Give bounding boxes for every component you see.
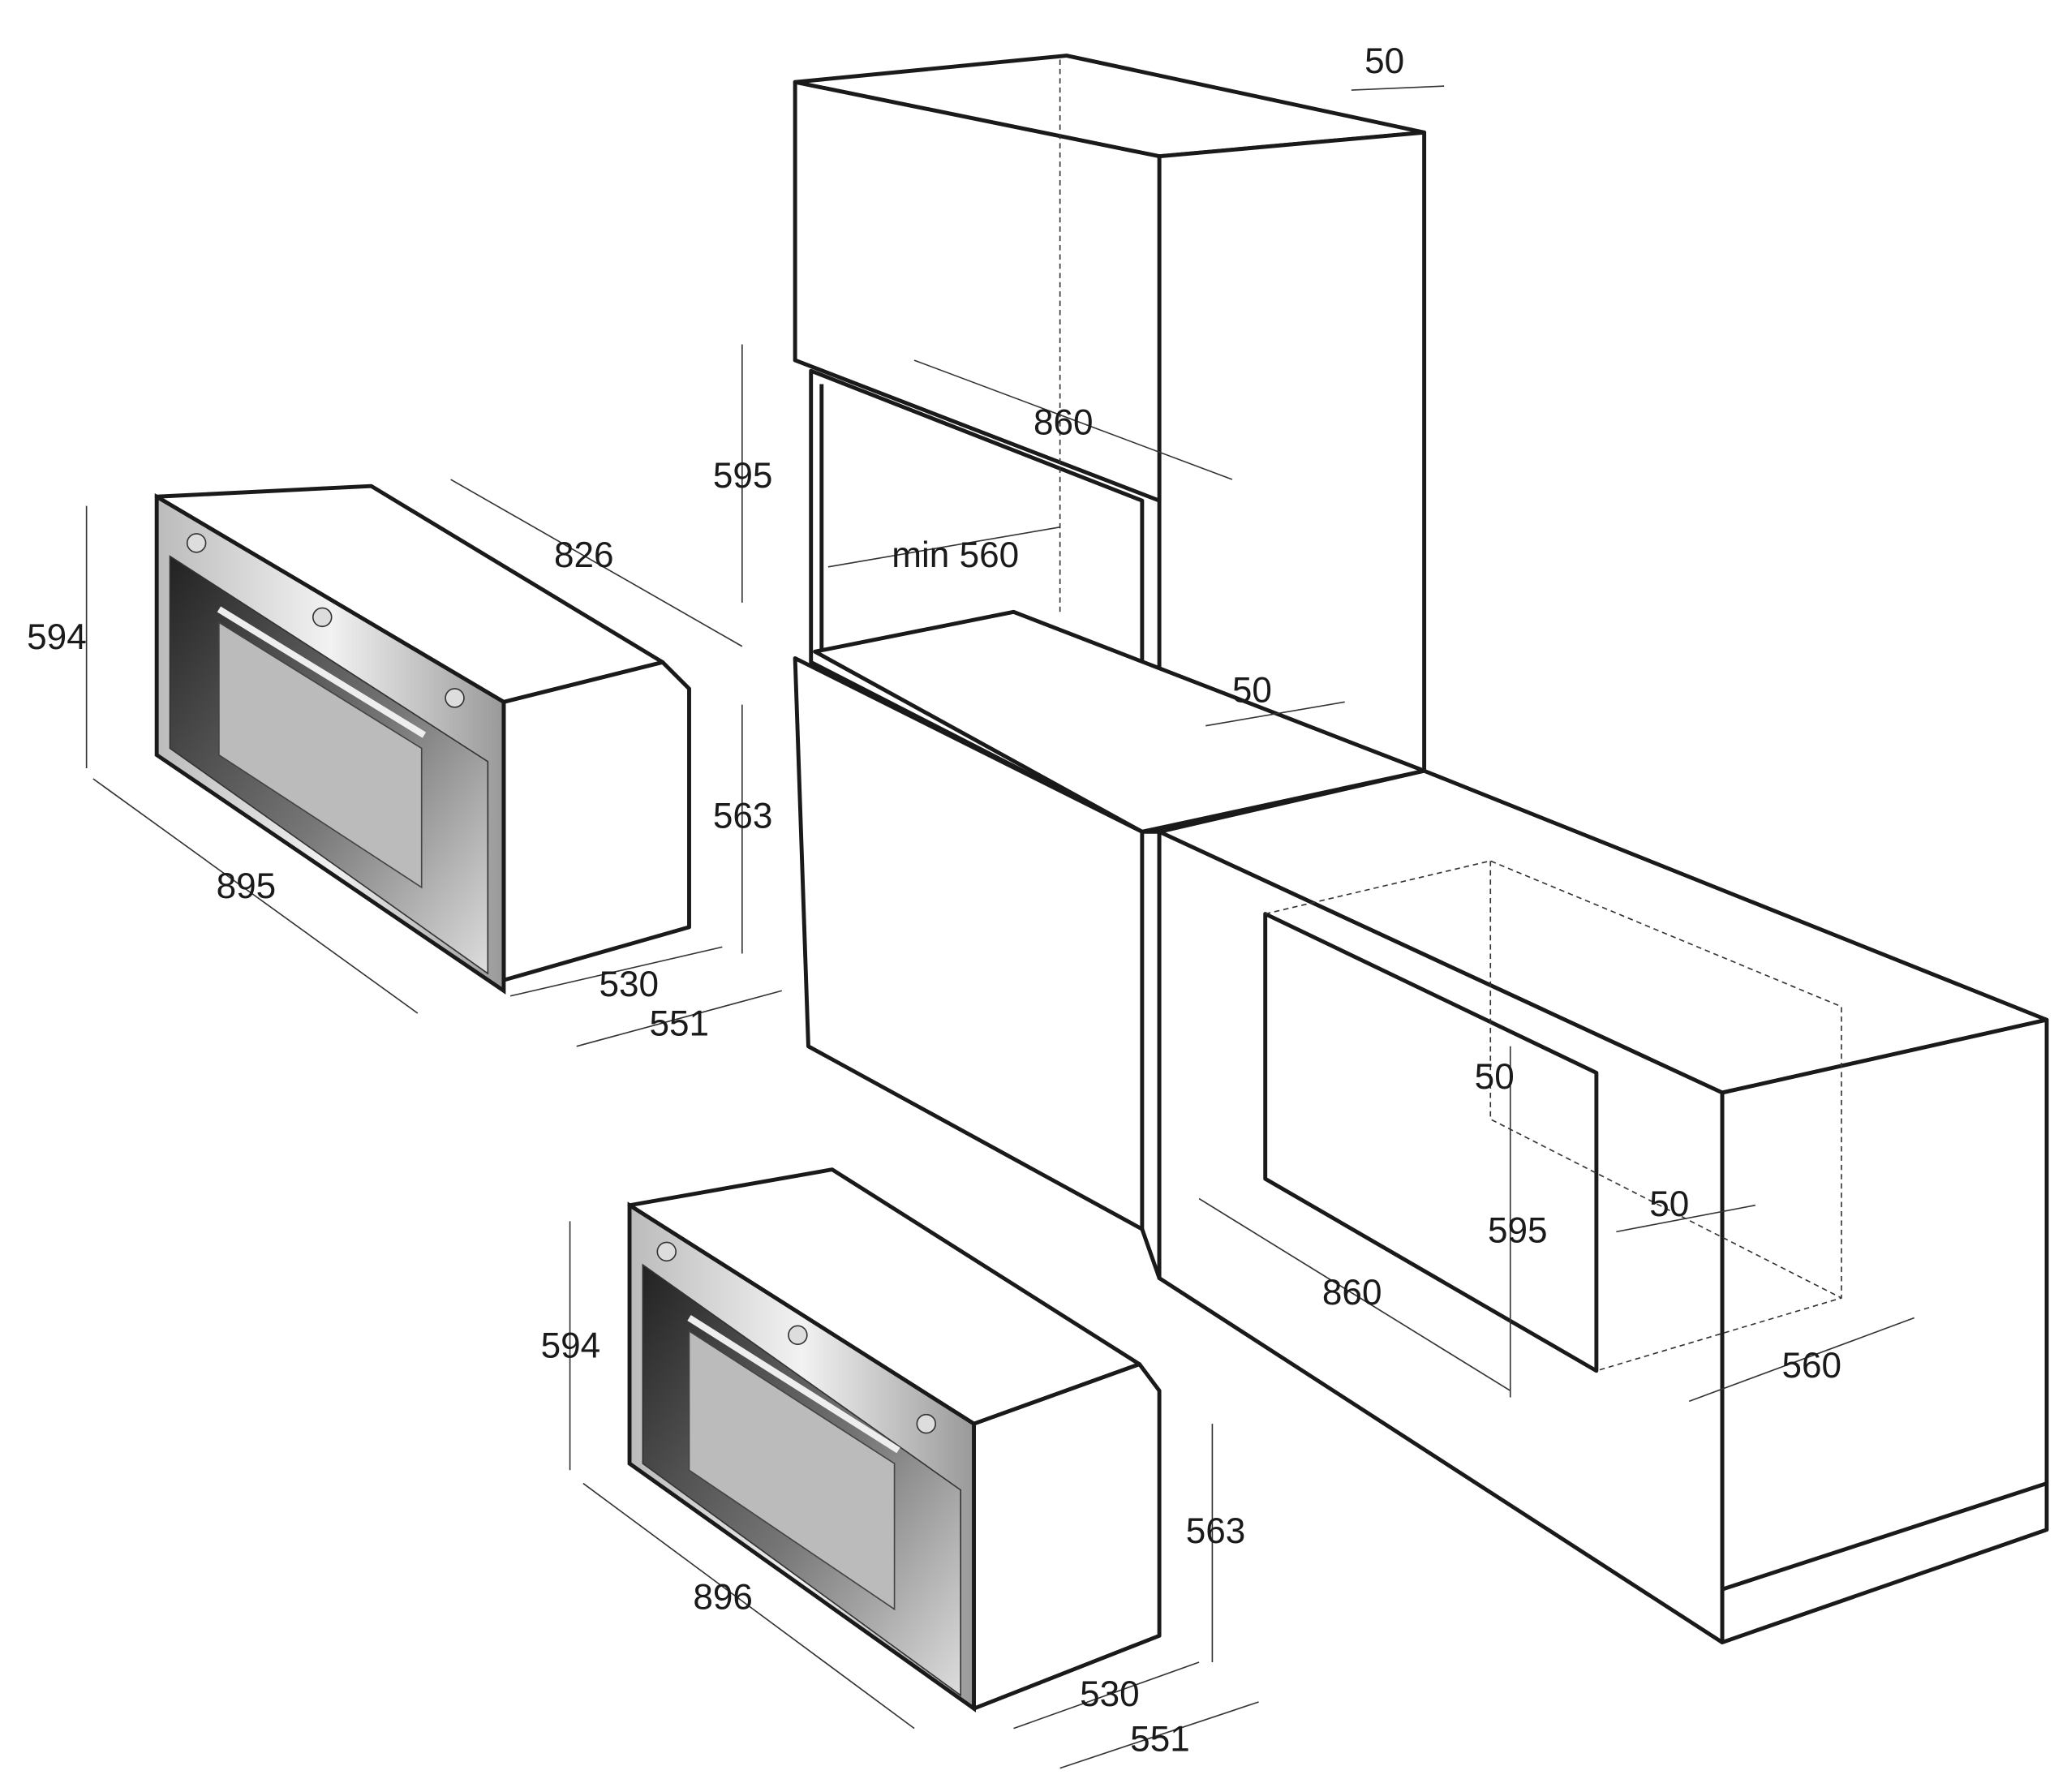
dim-oven2-body-height: 563 — [1186, 1511, 1246, 1551]
base-cabinet-front — [1720, 1017, 2049, 1644]
dimension-lines — [85, 85, 1915, 1769]
knob-icon[interactable] — [788, 1325, 808, 1345]
dim-oven1-body-depth: 530 — [599, 965, 659, 1004]
knob-icon[interactable] — [445, 688, 465, 708]
oven-side — [501, 660, 691, 982]
hidden-niche-edges — [1265, 860, 1842, 1372]
dim-tall-gap-back: 50 — [1232, 670, 1272, 710]
oven-handle[interactable] — [687, 1315, 900, 1454]
dim-base-gap-back: 50 — [1649, 1184, 1689, 1224]
dim-oven1-total-depth: 551 — [650, 1004, 710, 1044]
dim-base-niche-depth: 560 — [1781, 1346, 1841, 1386]
upper-cabinet-front — [793, 80, 1162, 503]
base-niche-opening — [1263, 912, 1599, 1373]
oven-window — [688, 1330, 896, 1611]
dim-tall-gap-top: 50 — [1364, 41, 1404, 81]
dim-oven1-width: 895 — [217, 866, 277, 906]
base-cabinet — [1157, 768, 2049, 1644]
dim-base-niche-height: 595 — [1488, 1210, 1548, 1250]
knob-icon[interactable] — [312, 607, 333, 628]
knob-icon[interactable] — [186, 533, 207, 553]
dim-base-gap-top: 50 — [1475, 1057, 1515, 1097]
knob-icon[interactable] — [656, 1241, 677, 1262]
tall-cabinet — [793, 54, 1427, 1280]
oven-bottom — [627, 1167, 1162, 1712]
dim-base-niche-width: 860 — [1322, 1273, 1382, 1313]
oven-handle[interactable] — [217, 606, 427, 738]
dim-oven2-height: 594 — [541, 1326, 601, 1365]
knob-icon[interactable] — [916, 1413, 936, 1434]
dim-tall-niche-depth: min 560 — [892, 535, 1019, 575]
dim-oven2-total-depth: 551 — [1130, 1719, 1190, 1759]
cabinet-edge — [1140, 829, 1162, 1280]
dim-oven1-depth: 826 — [554, 535, 614, 575]
hidden-niche-back — [1489, 861, 1842, 1299]
dim-tall-niche-height: 595 — [713, 456, 773, 496]
dimension-labels: 594 895 826 563 530 551 50 860 595 min 5… — [27, 41, 1841, 1760]
dim-tall-niche-width: 860 — [1034, 403, 1094, 443]
oven-window — [218, 621, 423, 889]
oven-top-left — [154, 483, 691, 995]
dim-oven1-height: 594 — [27, 617, 87, 657]
plinth-line — [1721, 1481, 2048, 1592]
dim-oven2-width: 896 — [693, 1578, 753, 1618]
oven-side — [972, 1362, 1162, 1711]
dim-oven1-body-height: 563 — [713, 796, 773, 836]
dim-oven2-body-depth: 530 — [1080, 1674, 1140, 1714]
